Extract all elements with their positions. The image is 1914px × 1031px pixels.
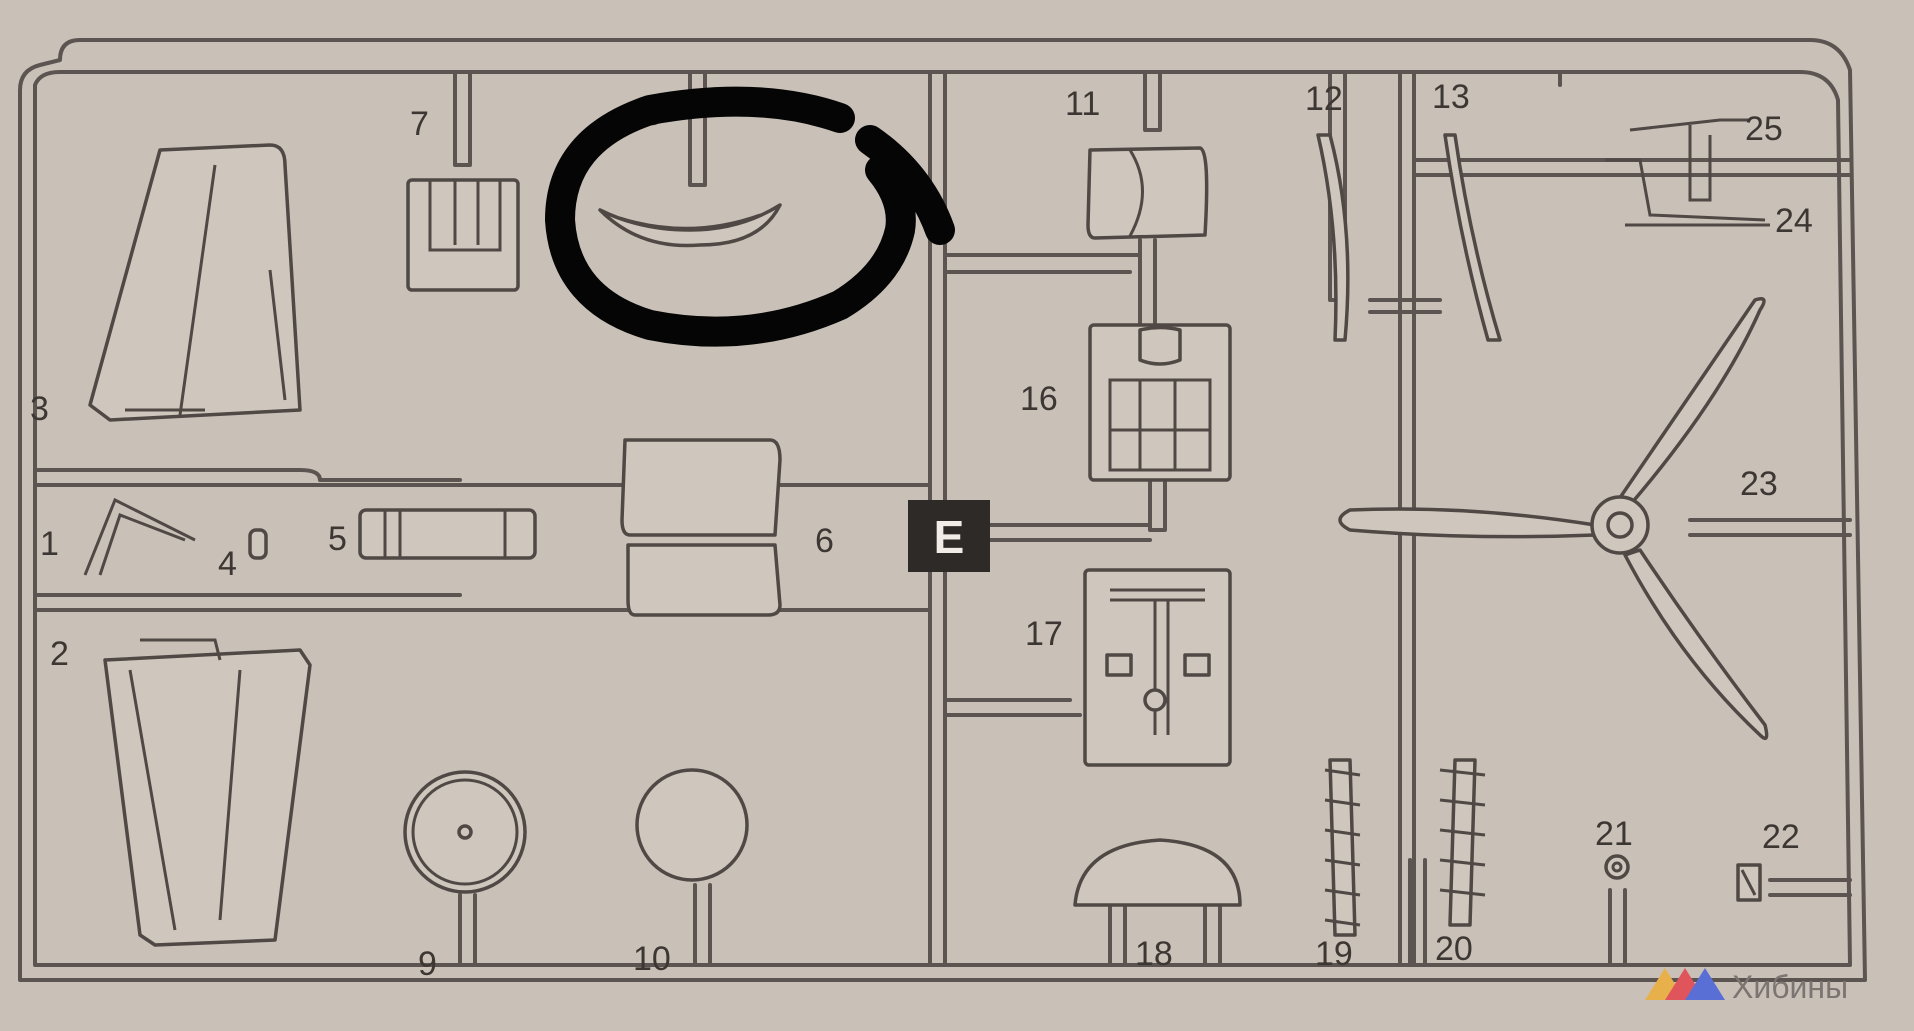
sprue-runner-12-13 xyxy=(1368,298,1442,314)
part-21-washer xyxy=(1604,854,1630,880)
part-18-dome xyxy=(1073,838,1242,907)
watermark-text: Хибины xyxy=(1732,969,1848,1005)
part-number-22: 22 xyxy=(1762,818,1800,856)
part-8-windscreen xyxy=(598,203,782,248)
part-12-strip xyxy=(1316,133,1350,342)
part-number-19: 19 xyxy=(1315,935,1353,973)
part-19-spring xyxy=(1324,758,1361,937)
part-number-20: 20 xyxy=(1435,930,1473,968)
part-2-fin xyxy=(103,638,312,947)
sprue-letter: E xyxy=(934,511,965,563)
part-3-fin xyxy=(88,143,302,422)
watermark: Хибины xyxy=(1645,968,1848,1005)
part-number-6: 6 xyxy=(815,522,834,560)
part-9-wheel xyxy=(403,770,527,894)
part-number-16: 16 xyxy=(1020,380,1058,418)
part-number-13: 13 xyxy=(1432,78,1470,116)
part-16-instrument xyxy=(1088,323,1232,482)
watermark-logo-blue xyxy=(1685,968,1725,1000)
part-number-9: 9 xyxy=(418,945,437,983)
part-10-disc xyxy=(635,768,749,882)
part-23-propeller xyxy=(1338,297,1769,741)
part-number-4: 4 xyxy=(218,545,237,583)
part-number-23: 23 xyxy=(1740,465,1778,503)
part-number-21: 21 xyxy=(1595,815,1633,853)
part-number-10: 10 xyxy=(633,940,671,978)
part-25-linkage xyxy=(1629,118,1750,202)
part-22-bracket xyxy=(1736,863,1762,902)
part-5-frame xyxy=(358,508,537,560)
part-number-12: 12 xyxy=(1305,80,1343,118)
marker-circle-annotation xyxy=(545,86,955,347)
part-11-canopy xyxy=(1086,146,1209,240)
part-number-1: 1 xyxy=(40,525,59,563)
part-number-17: 17 xyxy=(1025,615,1063,653)
part-7-block xyxy=(406,178,520,292)
part-13-strip xyxy=(1443,133,1502,342)
part-number-2: 2 xyxy=(50,635,69,673)
part-number-3: 3 xyxy=(30,390,49,428)
part-24-linkage xyxy=(1605,158,1770,227)
sprue-letter-badge: E xyxy=(908,500,990,572)
part-20-spring xyxy=(1439,758,1486,927)
part-number-18: 18 xyxy=(1135,935,1173,973)
part-6-panel xyxy=(620,438,782,617)
part-4-small xyxy=(248,528,268,560)
part-number-25: 25 xyxy=(1745,110,1783,148)
part-17-floor xyxy=(1083,568,1232,767)
part-number-5: 5 xyxy=(328,520,347,558)
part-1-strut xyxy=(83,497,196,576)
part-number-7: 7 xyxy=(410,105,429,143)
part-number-11: 11 xyxy=(1065,85,1100,123)
part-number-24: 24 xyxy=(1775,202,1813,240)
